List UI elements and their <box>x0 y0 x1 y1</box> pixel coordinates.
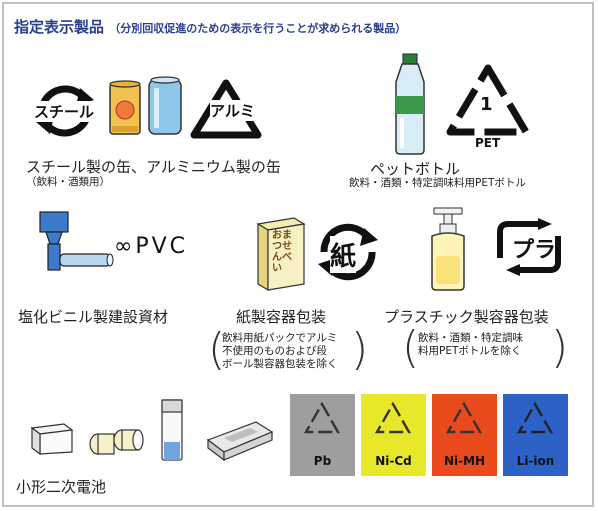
pvc-mark: ∞PVC <box>114 234 189 259</box>
battery-code-label: Ni-Cd <box>375 454 412 468</box>
battery-tile-pb: Pb <box>290 394 355 476</box>
pet-bottle-image <box>390 52 430 156</box>
pet-recycle-icon <box>446 64 530 136</box>
pet-note: 飲料・酒類・特定調味料用PETボトル <box>349 177 526 189</box>
battery-tile-nimh: Ni-MH <box>432 394 497 476</box>
battery-tile-nicd: Ni-Cd <box>361 394 426 476</box>
steel-mark-text: スチール <box>33 101 96 122</box>
paper-mark-text: 紙 <box>330 236 357 273</box>
paper-note-close-paren: ) <box>351 324 369 375</box>
paper-box-image <box>254 214 308 294</box>
paper-note-line: ボール製容器包装を除く <box>222 358 338 370</box>
pet-code: PET <box>475 136 501 150</box>
paper-note-line: 不使用のものおよび段 <box>222 345 327 357</box>
plastic-mark-text: プラ <box>512 238 557 263</box>
pvc-pipe-image <box>36 208 114 280</box>
page-title: 指定表示製品 （分別回収促進のための表示を行うことが求められる製品） <box>14 16 406 37</box>
paper-label: 紙製容器包装 <box>236 308 327 326</box>
battery-cells-image <box>88 426 144 458</box>
battery-pack-image <box>28 420 76 456</box>
mobile-phone-battery-image <box>204 418 276 462</box>
aluminum-can-image <box>146 74 184 138</box>
pet-number: 1 <box>480 94 493 115</box>
steel-alu-label: スチール製の缶、アルミニウム製の缶 <box>26 158 281 176</box>
plastic-note-line: 料用PETボトルを除く <box>418 345 522 357</box>
pvc-label: 塩化ビニル製建設資材 <box>18 308 169 326</box>
recycle-icon <box>290 394 355 476</box>
battery-tile-liion: Li-ion <box>503 394 568 476</box>
battery-code-label: Li-ion <box>516 454 555 468</box>
battery-code-label: Pb <box>313 454 332 468</box>
battery-label: 小形二次電池 <box>16 478 107 496</box>
recycle-icon <box>432 394 497 476</box>
aluminum-mark-text: アルミ <box>210 100 255 121</box>
recycle-icon <box>361 394 426 476</box>
plastic-recycle-mark <box>490 218 568 276</box>
plastic-note-open-paren: ( <box>402 322 420 373</box>
plastic-label: プラスチック製容器包装 <box>384 308 549 326</box>
paper-note: 飲料用紙パックでアルミ 不使用のものおよび段 ボール製容器包装を除く <box>222 332 338 371</box>
steel-alu-note: （飲料・酒類用） <box>26 176 110 188</box>
plastic-note: 飲料・酒類・特定調味 料用PETボトルを除く <box>418 332 523 358</box>
battery-code-label: Ni-MH <box>443 454 486 468</box>
paper-box-text: おまつせんべい <box>272 230 292 274</box>
paper-note-open-paren: ( <box>208 324 226 375</box>
pet-label: ペットボトル <box>370 160 461 178</box>
recycle-icon <box>503 394 568 476</box>
plastic-note-close-paren: ) <box>551 322 569 373</box>
title-subtitle: （分別回収促進のための表示を行うことが求められる製品） <box>109 22 407 35</box>
battery-stick-image <box>158 398 186 462</box>
paper-note-line: 飲料用紙パックでアルミ <box>222 332 338 344</box>
steel-can-image <box>108 80 142 138</box>
title-text: 指定表示製品 <box>14 18 105 36</box>
pet-recycle-mark <box>444 62 532 142</box>
plastic-recycle-icon <box>497 218 561 276</box>
plastic-bottle-image <box>426 206 482 292</box>
plastic-note-line: 飲料・酒類・特定調味 <box>418 332 523 344</box>
